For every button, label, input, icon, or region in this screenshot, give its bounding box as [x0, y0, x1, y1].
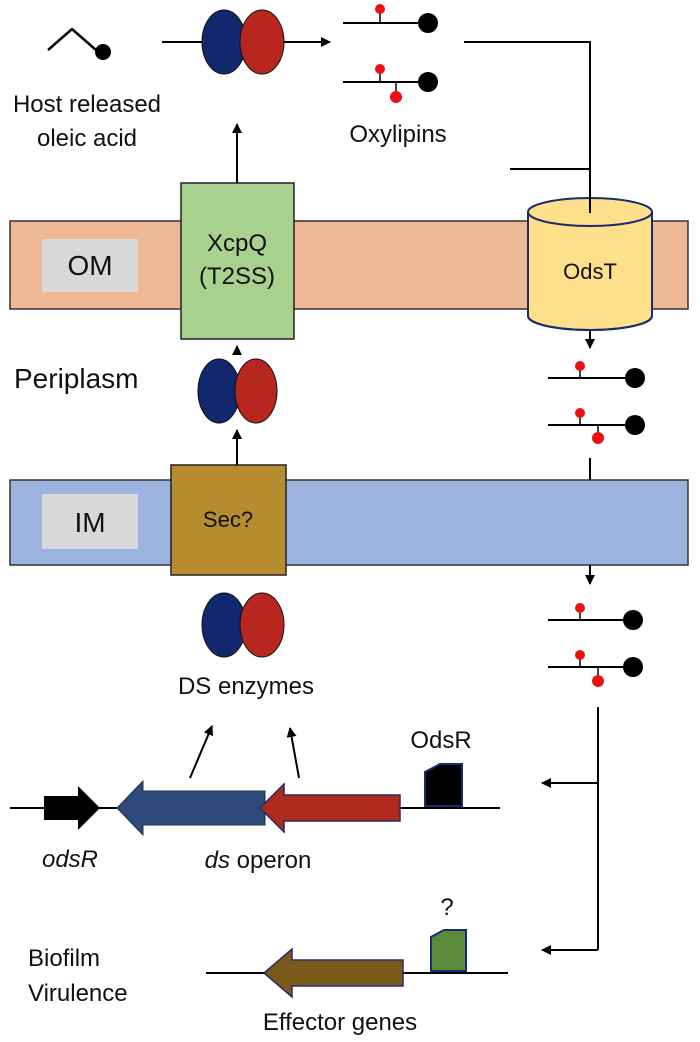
effector-genes-label: Effector genes [263, 1009, 417, 1036]
om-label: OM [67, 250, 112, 281]
oxylipin-icon [548, 603, 643, 630]
question-mark-label: ? [440, 894, 453, 921]
ds-enzyme-dimer-icon [201, 9, 285, 75]
effector-gene-arrow [262, 947, 404, 999]
im-label-box [42, 494, 138, 549]
operon-label: operon [230, 847, 311, 874]
sec-label: Sec? [203, 507, 253, 532]
effector-regulator-site [430, 929, 467, 972]
biofilm-label: Biofilm [28, 945, 100, 972]
ds-enzyme-dimer-icon [201, 592, 285, 658]
oxylipins-label: Oxylipins [349, 121, 446, 148]
oleic-acid-label: oleic acid [37, 125, 137, 152]
odst-transporter-icon [527, 197, 653, 331]
ds-enzymes-label: DS enzymes [178, 673, 314, 700]
oxylipin-icon [548, 650, 643, 687]
virulence-label: Virulence [28, 980, 128, 1007]
xcpq-label: XcpQ [207, 230, 267, 257]
oxylipin-icon [548, 361, 645, 388]
om-label-box [42, 239, 138, 292]
ds-operon-gene-red [258, 782, 401, 834]
im-label: IM [74, 507, 105, 538]
ds-operon-label: ds operon [205, 847, 312, 874]
odst-label: OdsT [563, 259, 617, 284]
xcpq-t2ss-box [180, 182, 295, 340]
oxylipin-uptake-line [464, 41, 591, 213]
ds-operon-gene-blue [116, 779, 266, 837]
odsr-protein-label: OdsR [410, 727, 471, 754]
sec-translocon-box [170, 464, 287, 576]
oleic-acid-icon [47, 27, 111, 60]
t2ss-label: (T2SS) [199, 263, 275, 290]
odsr-gene-label: odsR [42, 846, 98, 873]
translation-arrow [286, 727, 300, 779]
odsr-binding-site [424, 763, 463, 807]
odsr-gene-arrow [44, 786, 100, 830]
oxylipin-icon [548, 408, 645, 444]
oxylipin-icon [343, 4, 438, 33]
periplasm-label: Periplasm [14, 363, 138, 394]
ds-italic-label: ds [205, 847, 230, 874]
oxylipin-icon [343, 64, 438, 103]
translation-arrow [189, 725, 214, 779]
ds-enzyme-dimer-icon [197, 358, 278, 424]
host-released-label: Host released [13, 91, 161, 118]
